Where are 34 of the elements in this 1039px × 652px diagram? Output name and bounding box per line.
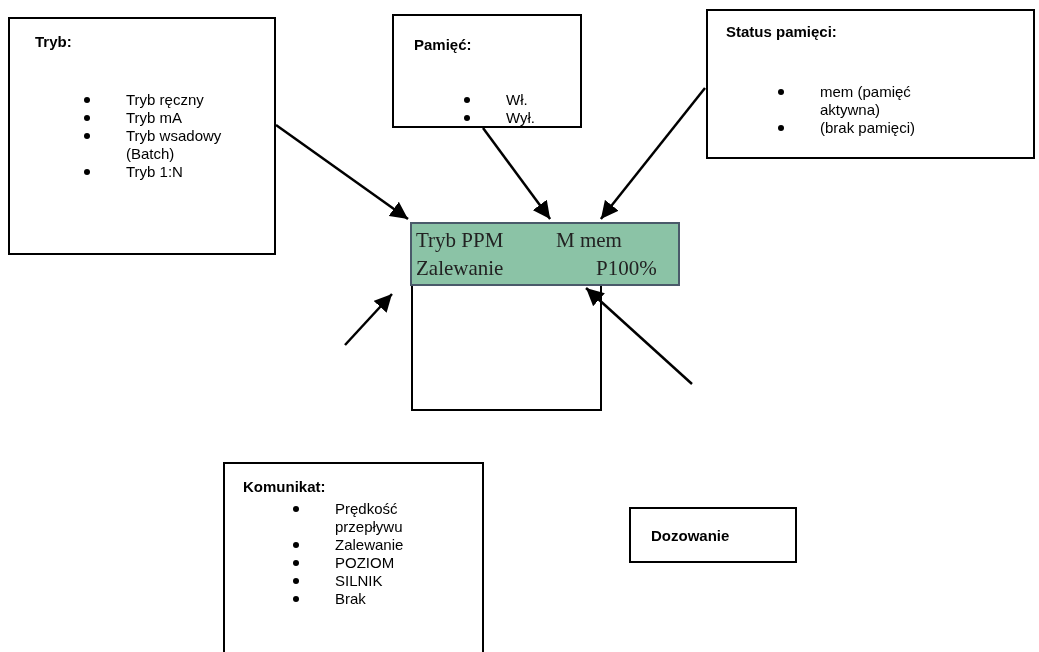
list-item: Wł.: [506, 91, 529, 109]
callout-box: [8, 17, 276, 255]
list-item: Tryb 1:N: [126, 163, 184, 181]
callout-box: [223, 462, 484, 652]
display-housing: [411, 284, 602, 411]
list-item: Zalewanie: [335, 536, 405, 554]
list-item: (brak pamięci): [820, 119, 917, 137]
list-item: Brak: [335, 590, 367, 608]
list-item: POZIOM: [335, 554, 396, 572]
callout-box: [392, 14, 582, 128]
list-item: SILNIK: [335, 572, 384, 590]
list-item: mem (pamięć aktywna): [820, 83, 912, 119]
box-heading: Komunikat:: [243, 478, 326, 495]
list-item: Wył.: [506, 109, 537, 127]
list-item: Tryb ręczny: [126, 91, 205, 109]
arrow: [599, 87, 706, 220]
display-text: Zalewanie: [416, 256, 504, 280]
box-heading: Tryb:: [35, 33, 72, 50]
display-text: M mem: [556, 228, 622, 252]
arrow: [585, 287, 693, 385]
arrow: [482, 127, 552, 220]
list-item: Prędkość przepływu: [335, 500, 404, 536]
box-heading: Status pamięci:: [726, 23, 837, 40]
display-text: Tryb PPM: [416, 228, 504, 252]
lcd-display: [410, 222, 680, 286]
callout-box: [629, 507, 797, 563]
list-item: Tryb wsadowy (Batch): [126, 127, 223, 163]
arrow: [275, 124, 409, 220]
box-heading: Dozowanie: [651, 527, 730, 544]
display-text: P100%: [596, 256, 657, 280]
list-item: Tryb mA: [126, 109, 184, 127]
box-heading: Pamięć:: [414, 36, 472, 53]
arrow: [344, 293, 393, 346]
callout-box: [706, 9, 1035, 159]
